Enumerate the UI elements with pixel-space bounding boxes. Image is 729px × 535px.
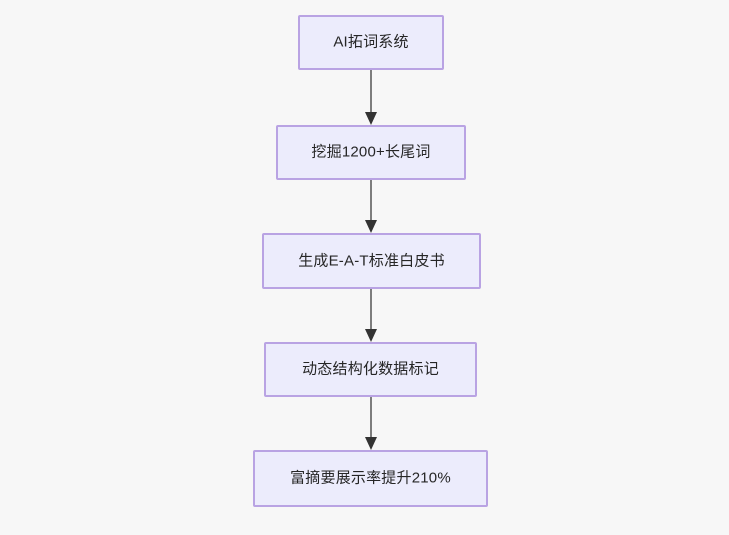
flowchart-node-mine-longtail-keywords[interactable]: 挖掘1200+长尾词	[276, 125, 466, 180]
flowchart-node-generate-eat-whitepaper[interactable]: 生成E-A-T标准白皮书	[262, 233, 481, 289]
flowchart-node-rich-snippet-rate-increase[interactable]: 富摘要展示率提升210%	[253, 450, 488, 507]
edge-n1-n2	[365, 70, 377, 125]
node-label: 生成E-A-T标准白皮书	[298, 252, 445, 269]
flowchart-node-ai-keyword-system[interactable]: AI拓词系统	[298, 15, 444, 70]
flowchart-node-dynamic-structured-data-markup[interactable]: 动态结构化数据标记	[264, 342, 477, 397]
edge-n2-n3	[365, 180, 377, 233]
edge-n3-n4	[365, 289, 377, 342]
node-label: 动态结构化数据标记	[302, 360, 439, 378]
node-label: 挖掘1200+长尾词	[311, 143, 431, 161]
node-label: 富摘要展示率提升210%	[290, 469, 451, 487]
node-label: AI拓词系统	[333, 33, 409, 51]
edge-n4-n5	[365, 397, 377, 450]
